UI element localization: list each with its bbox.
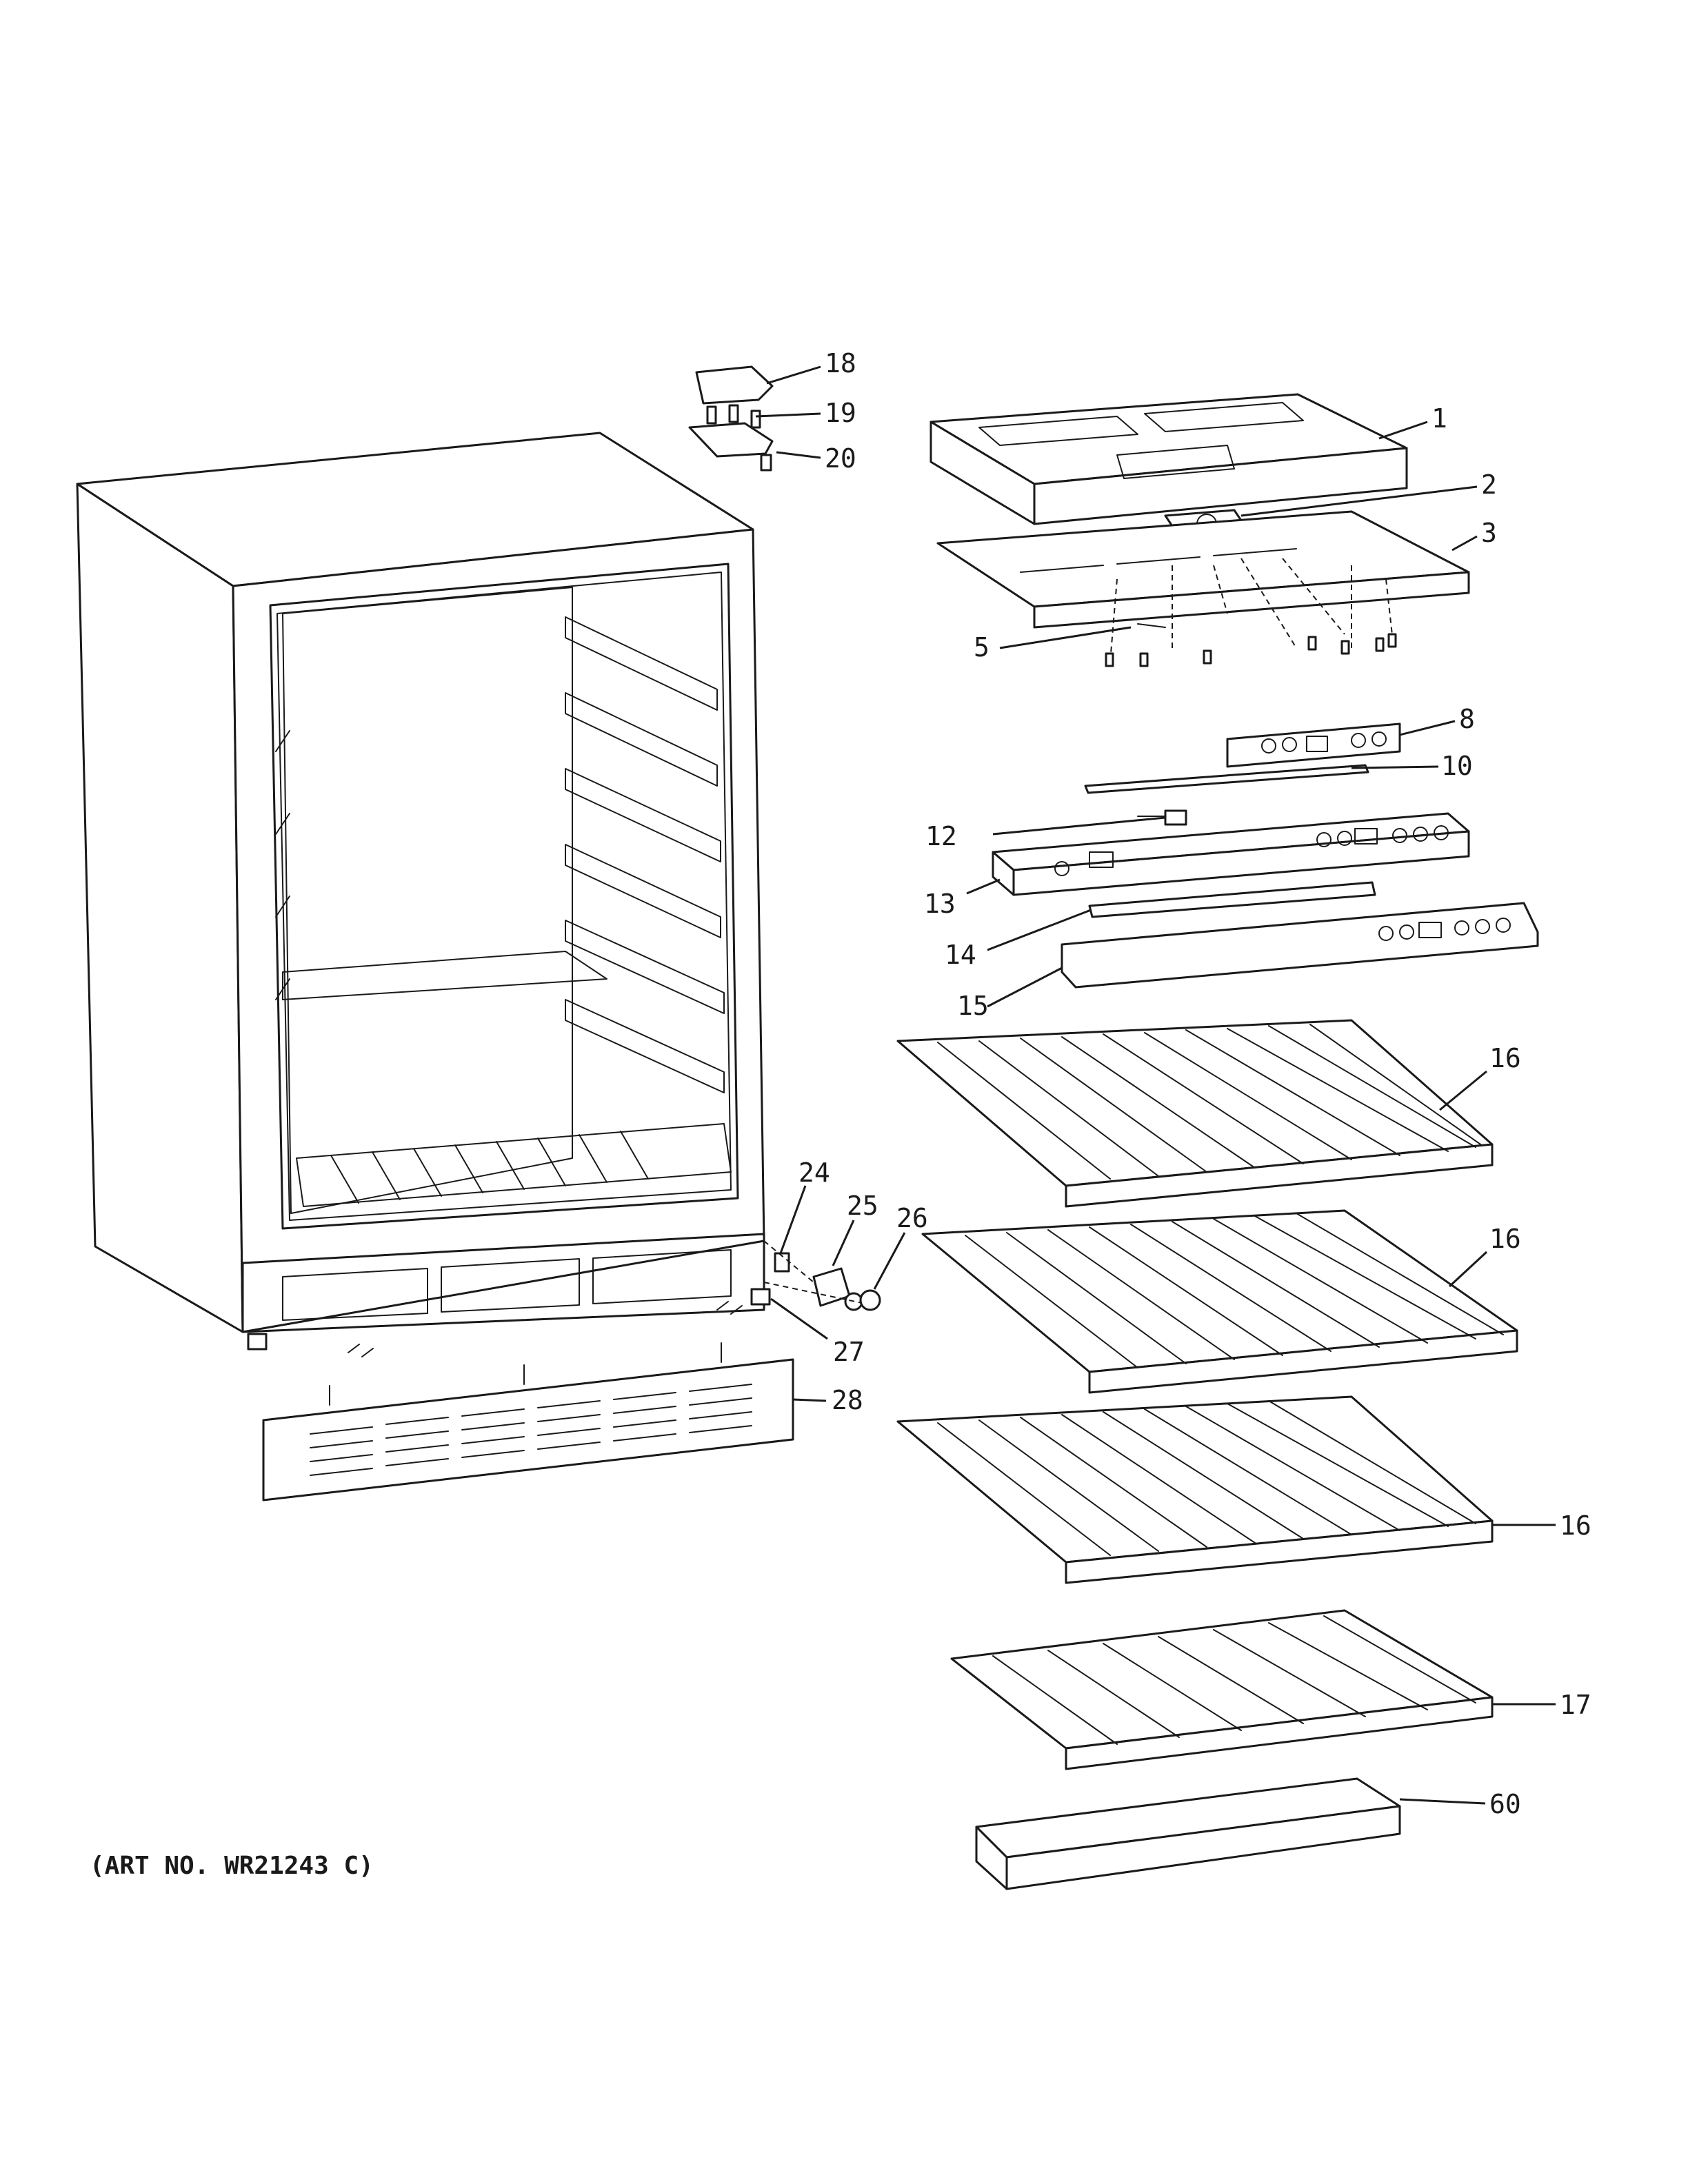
callout-17: 17: [1560, 1690, 1591, 1720]
top-cover: [930, 393, 1408, 525]
callout-5: 5: [974, 632, 989, 663]
bottle-rest: [975, 1777, 1401, 1890]
callout-13: 13: [924, 889, 956, 919]
cabinet: [76, 432, 771, 1357]
callout-15: 15: [957, 991, 989, 1021]
bottom-rack: [296, 1123, 732, 1207]
callout-16-bottom: 16: [1560, 1510, 1591, 1541]
callout-1: 1: [1431, 403, 1447, 434]
light-bracket: [1088, 881, 1376, 918]
callout-27: 27: [833, 1337, 865, 1367]
callout-16-top: 16: [1489, 1043, 1521, 1073]
top-hinge-cover: [695, 365, 774, 405]
control-housing: [992, 812, 1470, 896]
top-hinge: [688, 422, 774, 472]
callout-18: 18: [825, 348, 856, 378]
callout-3: 3: [1481, 518, 1497, 548]
kick-plate-grille: [262, 1342, 794, 1502]
shelf-4: [950, 1609, 1494, 1770]
callout-24: 24: [798, 1157, 830, 1188]
callout-numbers: 18 19 20 1 2 3 5 8 10 12 13 14 15 16 16 …: [798, 348, 1591, 1819]
hinge-screws: [706, 404, 761, 429]
bottom-hinge-parts: [763, 1240, 881, 1311]
control-board: [1226, 722, 1401, 768]
shelf-3: [896, 1395, 1494, 1584]
callout-20: 20: [825, 443, 856, 474]
callout-8: 8: [1459, 704, 1475, 734]
shelf-rails: [275, 616, 725, 1093]
callout-28: 28: [832, 1385, 863, 1415]
callout-10: 10: [1441, 751, 1473, 781]
control-panel-face: [1061, 902, 1539, 989]
callout-2: 2: [1481, 469, 1497, 500]
shelf-1: [896, 1019, 1494, 1208]
callout-14: 14: [945, 940, 976, 970]
callout-16-middle: 16: [1489, 1224, 1521, 1254]
callout-19: 19: [825, 398, 856, 428]
light-strip: [1084, 764, 1369, 794]
art-number: (ART NO. WR21243 C): [90, 1852, 374, 1880]
leader-lines: [755, 365, 1556, 1805]
callout-25: 25: [847, 1191, 878, 1221]
callout-60: 60: [1489, 1789, 1521, 1819]
cover-screws: [1105, 558, 1397, 667]
evaporator-cover: [936, 510, 1470, 629]
shelf-2: [921, 1209, 1518, 1394]
callout-26: 26: [896, 1203, 928, 1233]
callout-12: 12: [925, 821, 957, 851]
